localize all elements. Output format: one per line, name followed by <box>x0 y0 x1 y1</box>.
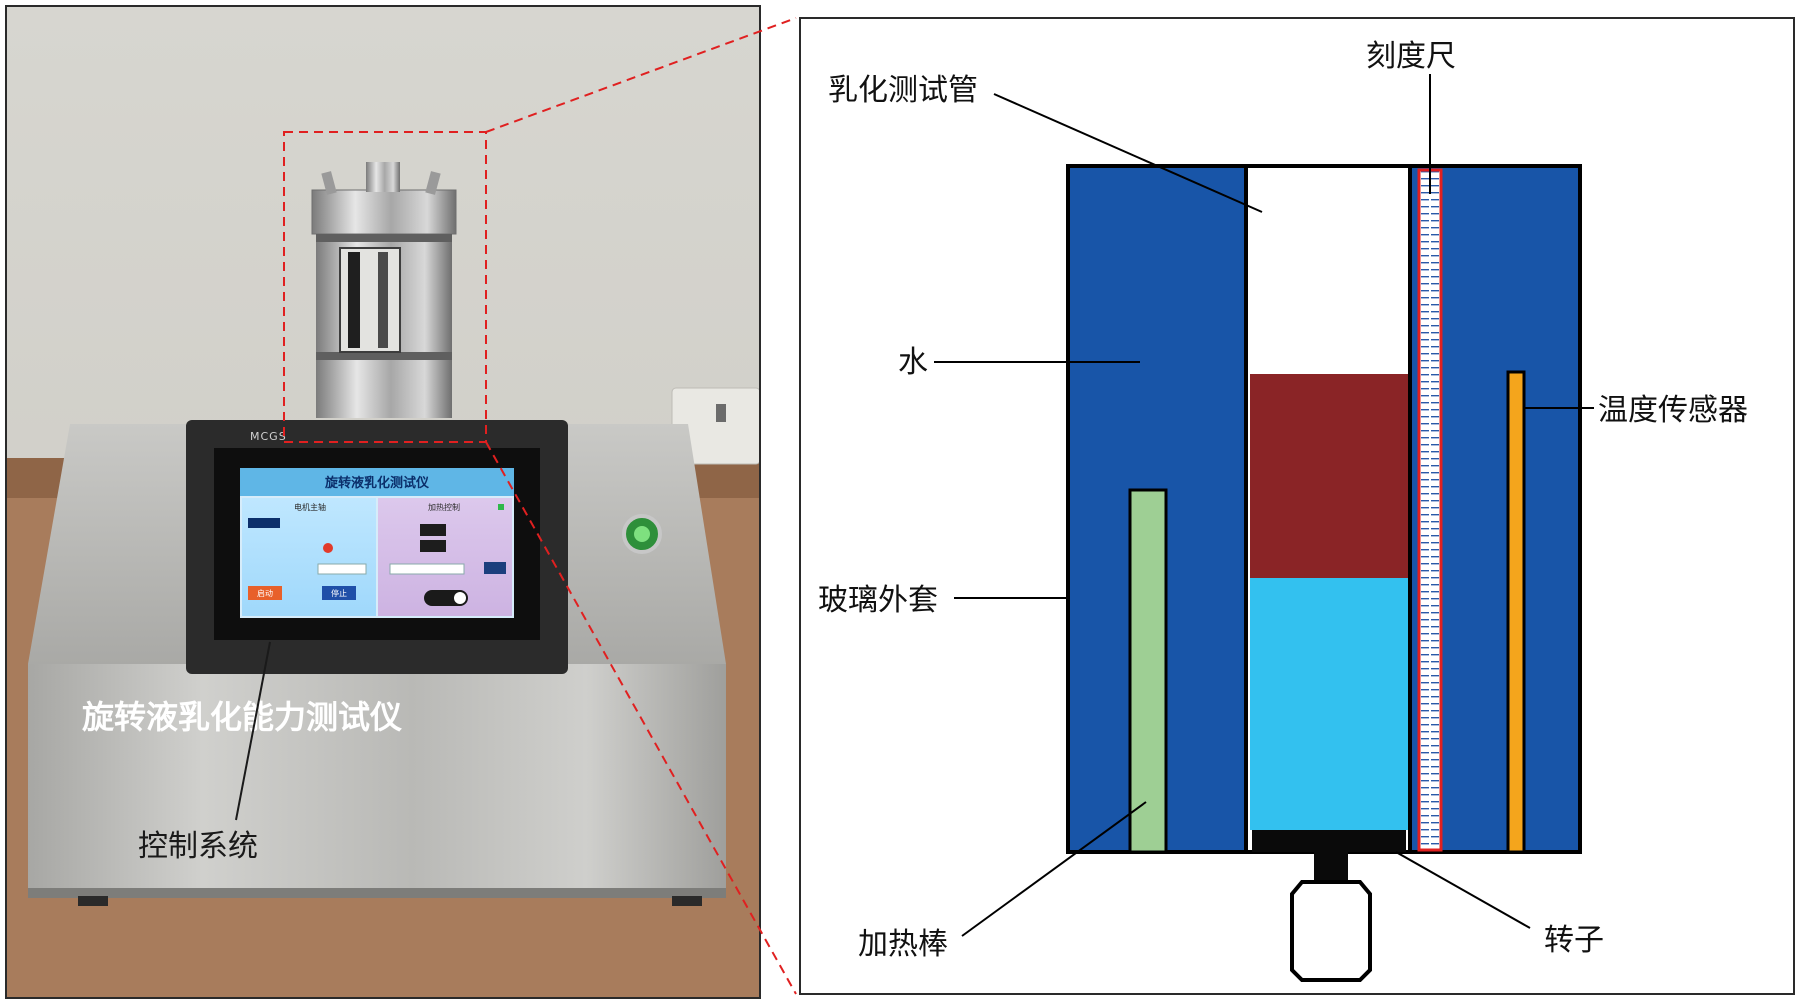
instrument-label: 旋转液乳化能力测试仪 <box>82 698 402 736</box>
heater-rod <box>1128 488 1168 854</box>
label-temperature-sensor: 温度传感器 <box>1598 393 1748 428</box>
motor <box>1290 880 1372 982</box>
cabinet-front <box>28 664 726 892</box>
cabinet-base <box>28 888 726 898</box>
screen-temp-field[interactable] <box>389 563 465 575</box>
test-cylinder <box>311 162 457 418</box>
tube-leader-line <box>993 93 1263 213</box>
screen-readout-2 <box>420 540 446 552</box>
cylinder-ring-bottom <box>316 352 452 360</box>
label-heater-rod: 加热棒 <box>858 927 948 962</box>
instrument-photo: MCGS 旋转液乳化测试仪 电机主轴 加热控制 启动 停止 旋转液乳化能 <box>6 6 761 998</box>
control-leader-line <box>235 641 271 821</box>
label-glass-jacket: 玻璃外套 <box>818 583 938 618</box>
temperature-sensor <box>1506 370 1526 854</box>
foot-left <box>78 896 108 906</box>
rotor-leader-line <box>1395 851 1531 929</box>
oil-layer <box>1250 374 1408 578</box>
brand-mark: MCGS <box>250 430 287 443</box>
control-label: 控制系统 <box>138 829 258 864</box>
screen-title: 旋转液乳化测试仪 <box>324 475 430 491</box>
rotor <box>1252 830 1406 852</box>
screen-toggle-knob <box>454 592 466 604</box>
screen-speed-field[interactable] <box>317 563 367 575</box>
photo-border <box>5 5 761 999</box>
heater-leader-line <box>961 801 1147 937</box>
screen-set-button[interactable] <box>484 562 506 574</box>
scale-ruler <box>1417 168 1443 852</box>
cylinder-cap <box>311 189 457 235</box>
zoom-line-bottom <box>485 441 797 995</box>
cylinder-ring-top <box>316 234 452 242</box>
cylinder-knob <box>366 162 400 192</box>
screen-left-header: 电机主轴 <box>294 502 326 512</box>
cap-screw-left <box>321 171 337 195</box>
screen-header <box>240 468 514 496</box>
motor-shaft <box>1314 852 1348 882</box>
zoom-line-top <box>485 17 797 133</box>
sight-rod <box>378 252 388 348</box>
foot-right <box>672 896 702 906</box>
label-water: 水 <box>898 345 928 380</box>
screen-right-led <box>498 504 504 510</box>
sight-tube <box>348 252 360 348</box>
screen-right-header: 加热控制 <box>428 502 460 512</box>
socket-hole <box>716 404 726 422</box>
screen-start-label: 启动 <box>257 588 273 598</box>
screen-status-led <box>323 543 333 553</box>
label-test-tube: 乳化测试管 <box>828 73 978 108</box>
touch-panel: MCGS 旋转液乳化测试仪 电机主轴 加热控制 启动 停止 <box>186 420 568 674</box>
screen-stop-label: 停止 <box>331 588 347 598</box>
cap-screw-right <box>425 171 441 195</box>
label-rotor: 转子 <box>1544 923 1604 958</box>
screen-readout-1 <box>420 524 446 536</box>
screen-stop-button[interactable] <box>322 586 356 600</box>
screen-start-button[interactable] <box>248 586 282 600</box>
screen-mode-button[interactable] <box>248 518 280 528</box>
label-scale: 刻度尺 <box>1366 39 1456 74</box>
power-button-light <box>634 526 650 542</box>
schematic: 乳化测试管 刻度尺 水 温度传感器 玻璃外套 加热棒 转子 <box>799 17 1795 995</box>
liquid-layer <box>1250 578 1408 830</box>
